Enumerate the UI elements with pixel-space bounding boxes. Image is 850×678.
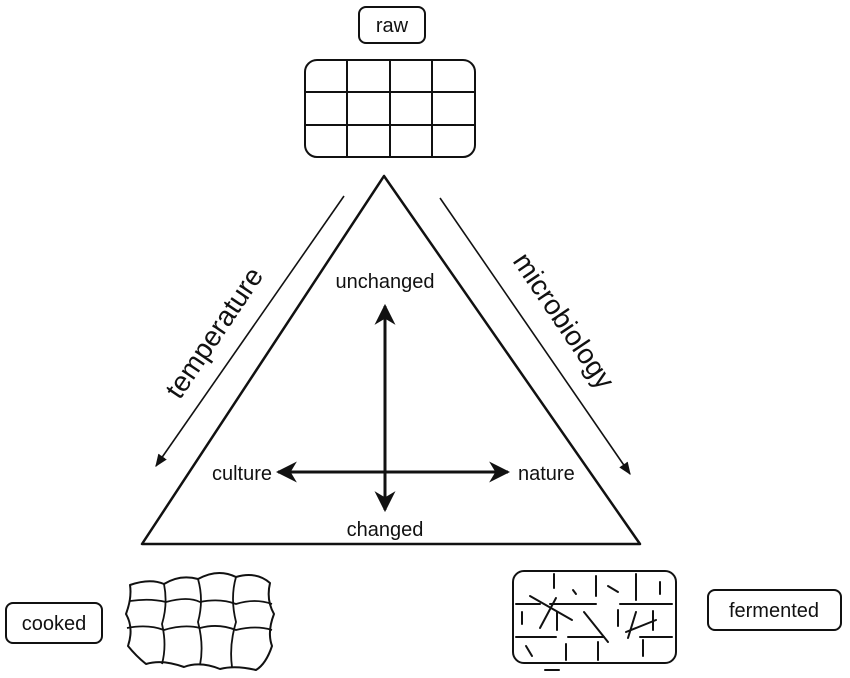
fermented-label: fermented xyxy=(729,600,819,622)
culinary-triangle xyxy=(140,174,642,546)
fermented-food-icon xyxy=(512,570,677,671)
cooked-food-icon xyxy=(125,572,275,671)
temperature-arrow xyxy=(155,195,345,468)
axis-label-nature: nature xyxy=(518,463,575,485)
cooked-label: cooked xyxy=(22,613,87,635)
fermented-label-box xyxy=(707,589,842,631)
raw-label-box xyxy=(358,6,426,44)
axis-label-culture: culture xyxy=(212,463,272,485)
raw-label: raw xyxy=(376,15,409,37)
axis-label-changed: changed xyxy=(347,519,424,541)
axis-label-unchanged: unchanged xyxy=(336,271,435,293)
raw-food-icon xyxy=(304,59,476,158)
microbiology-arrow xyxy=(439,197,631,476)
cooked-label-box xyxy=(5,602,103,644)
